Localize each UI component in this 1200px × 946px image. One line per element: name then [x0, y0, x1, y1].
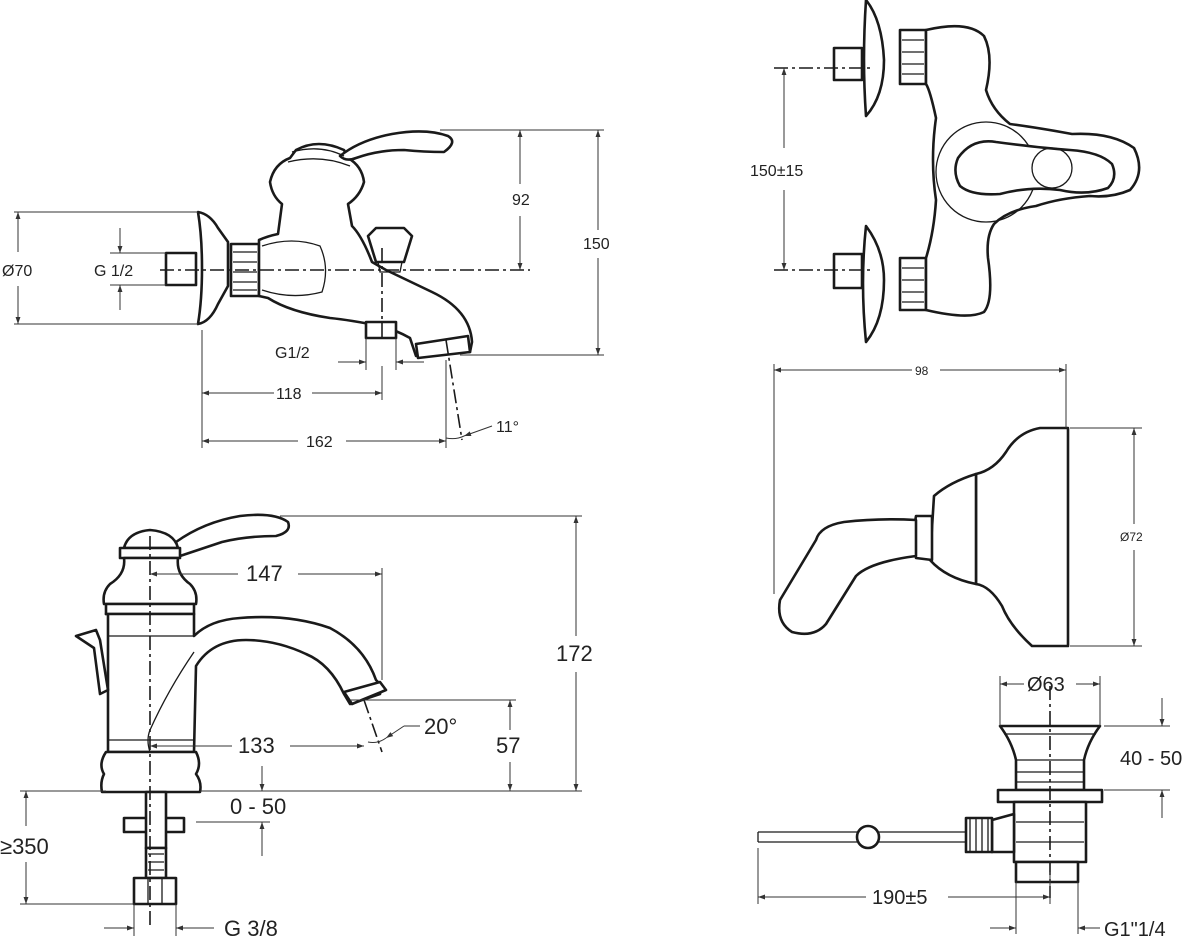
rod-length-label: 190±5	[872, 887, 927, 909]
basin-spout-tip	[342, 680, 388, 706]
outlet-thread-label: G1/2	[275, 345, 310, 362]
spout-height-label: 57	[496, 733, 520, 758]
bath-mixer-top-view: 150±15	[750, 0, 1141, 344]
supply-thread-label: G 3/8	[224, 916, 278, 941]
lever-detail-view: 98 Ø72	[773, 364, 1143, 648]
spout-reach-label: 133	[238, 733, 275, 758]
threaded-stud	[144, 790, 168, 850]
outlet-connector	[364, 320, 398, 340]
basin-spout-angle-label: 20°	[424, 714, 457, 739]
upper-flange	[862, 0, 886, 118]
lever-hub	[928, 472, 978, 586]
waste-drain-view: Ø63 40 - 50 190±5 G1"1/4	[757, 674, 1182, 941]
supply-nut	[132, 876, 178, 906]
rosette-diameter-label: Ø72	[1120, 530, 1143, 544]
rod-ball	[855, 824, 881, 850]
lever-handle	[777, 518, 918, 636]
spout-aerator	[414, 334, 472, 360]
bath-mixer-side-view: Ø70 G 1/2 G1/2 118 162 11° 92	[2, 129, 610, 451]
lower-flange	[861, 224, 886, 344]
basin-total-height-label: 172	[556, 641, 593, 666]
lever-depth-label: 98	[915, 364, 929, 378]
lever-reach-label: 147	[246, 561, 283, 586]
spout-angle-label: 11°	[496, 419, 519, 436]
total-reach-label: 162	[306, 434, 333, 451]
drain-flange-diameter-label: Ø63	[1027, 674, 1065, 696]
wall-flange	[196, 210, 230, 326]
basin-deck-thickness-label: 0 - 50	[230, 794, 286, 819]
basin-body	[104, 612, 384, 754]
mixer-lever	[338, 130, 454, 161]
popup-rod	[74, 628, 110, 696]
popup-connector	[990, 812, 1016, 854]
upper-inlet-nut	[832, 46, 864, 82]
drain-deck-thickness-label: 40 - 50	[1120, 748, 1182, 770]
lower-inlet-nut	[832, 252, 864, 290]
diverter-knob	[366, 226, 414, 264]
lever-height-label: 92	[512, 192, 530, 209]
outlet-distance-label: 118	[276, 386, 302, 403]
basin-cap	[122, 528, 180, 550]
lower-connector	[898, 256, 928, 312]
centre-distance-label: 150±15	[750, 163, 803, 180]
top-lever	[954, 140, 1116, 196]
hose-length-label: ≥350	[0, 834, 49, 859]
upper-connector	[898, 28, 928, 86]
inlet-nut	[164, 251, 198, 287]
rosette	[974, 426, 1070, 648]
drain-outlet-thread-label: G1"1/4	[1104, 919, 1166, 941]
hose-sleeve	[144, 846, 168, 880]
basin-base	[100, 750, 202, 794]
basin-lever	[174, 513, 291, 558]
inlet-thread-label: G 1/2	[94, 263, 133, 280]
flange-diameter-label: Ø70	[2, 263, 32, 280]
drain-outlet	[1014, 860, 1080, 884]
total-height-label: 150	[583, 236, 610, 253]
basin-mixer-view: 147 172 133 20° 57 0 - 50 ≥350	[0, 513, 593, 941]
